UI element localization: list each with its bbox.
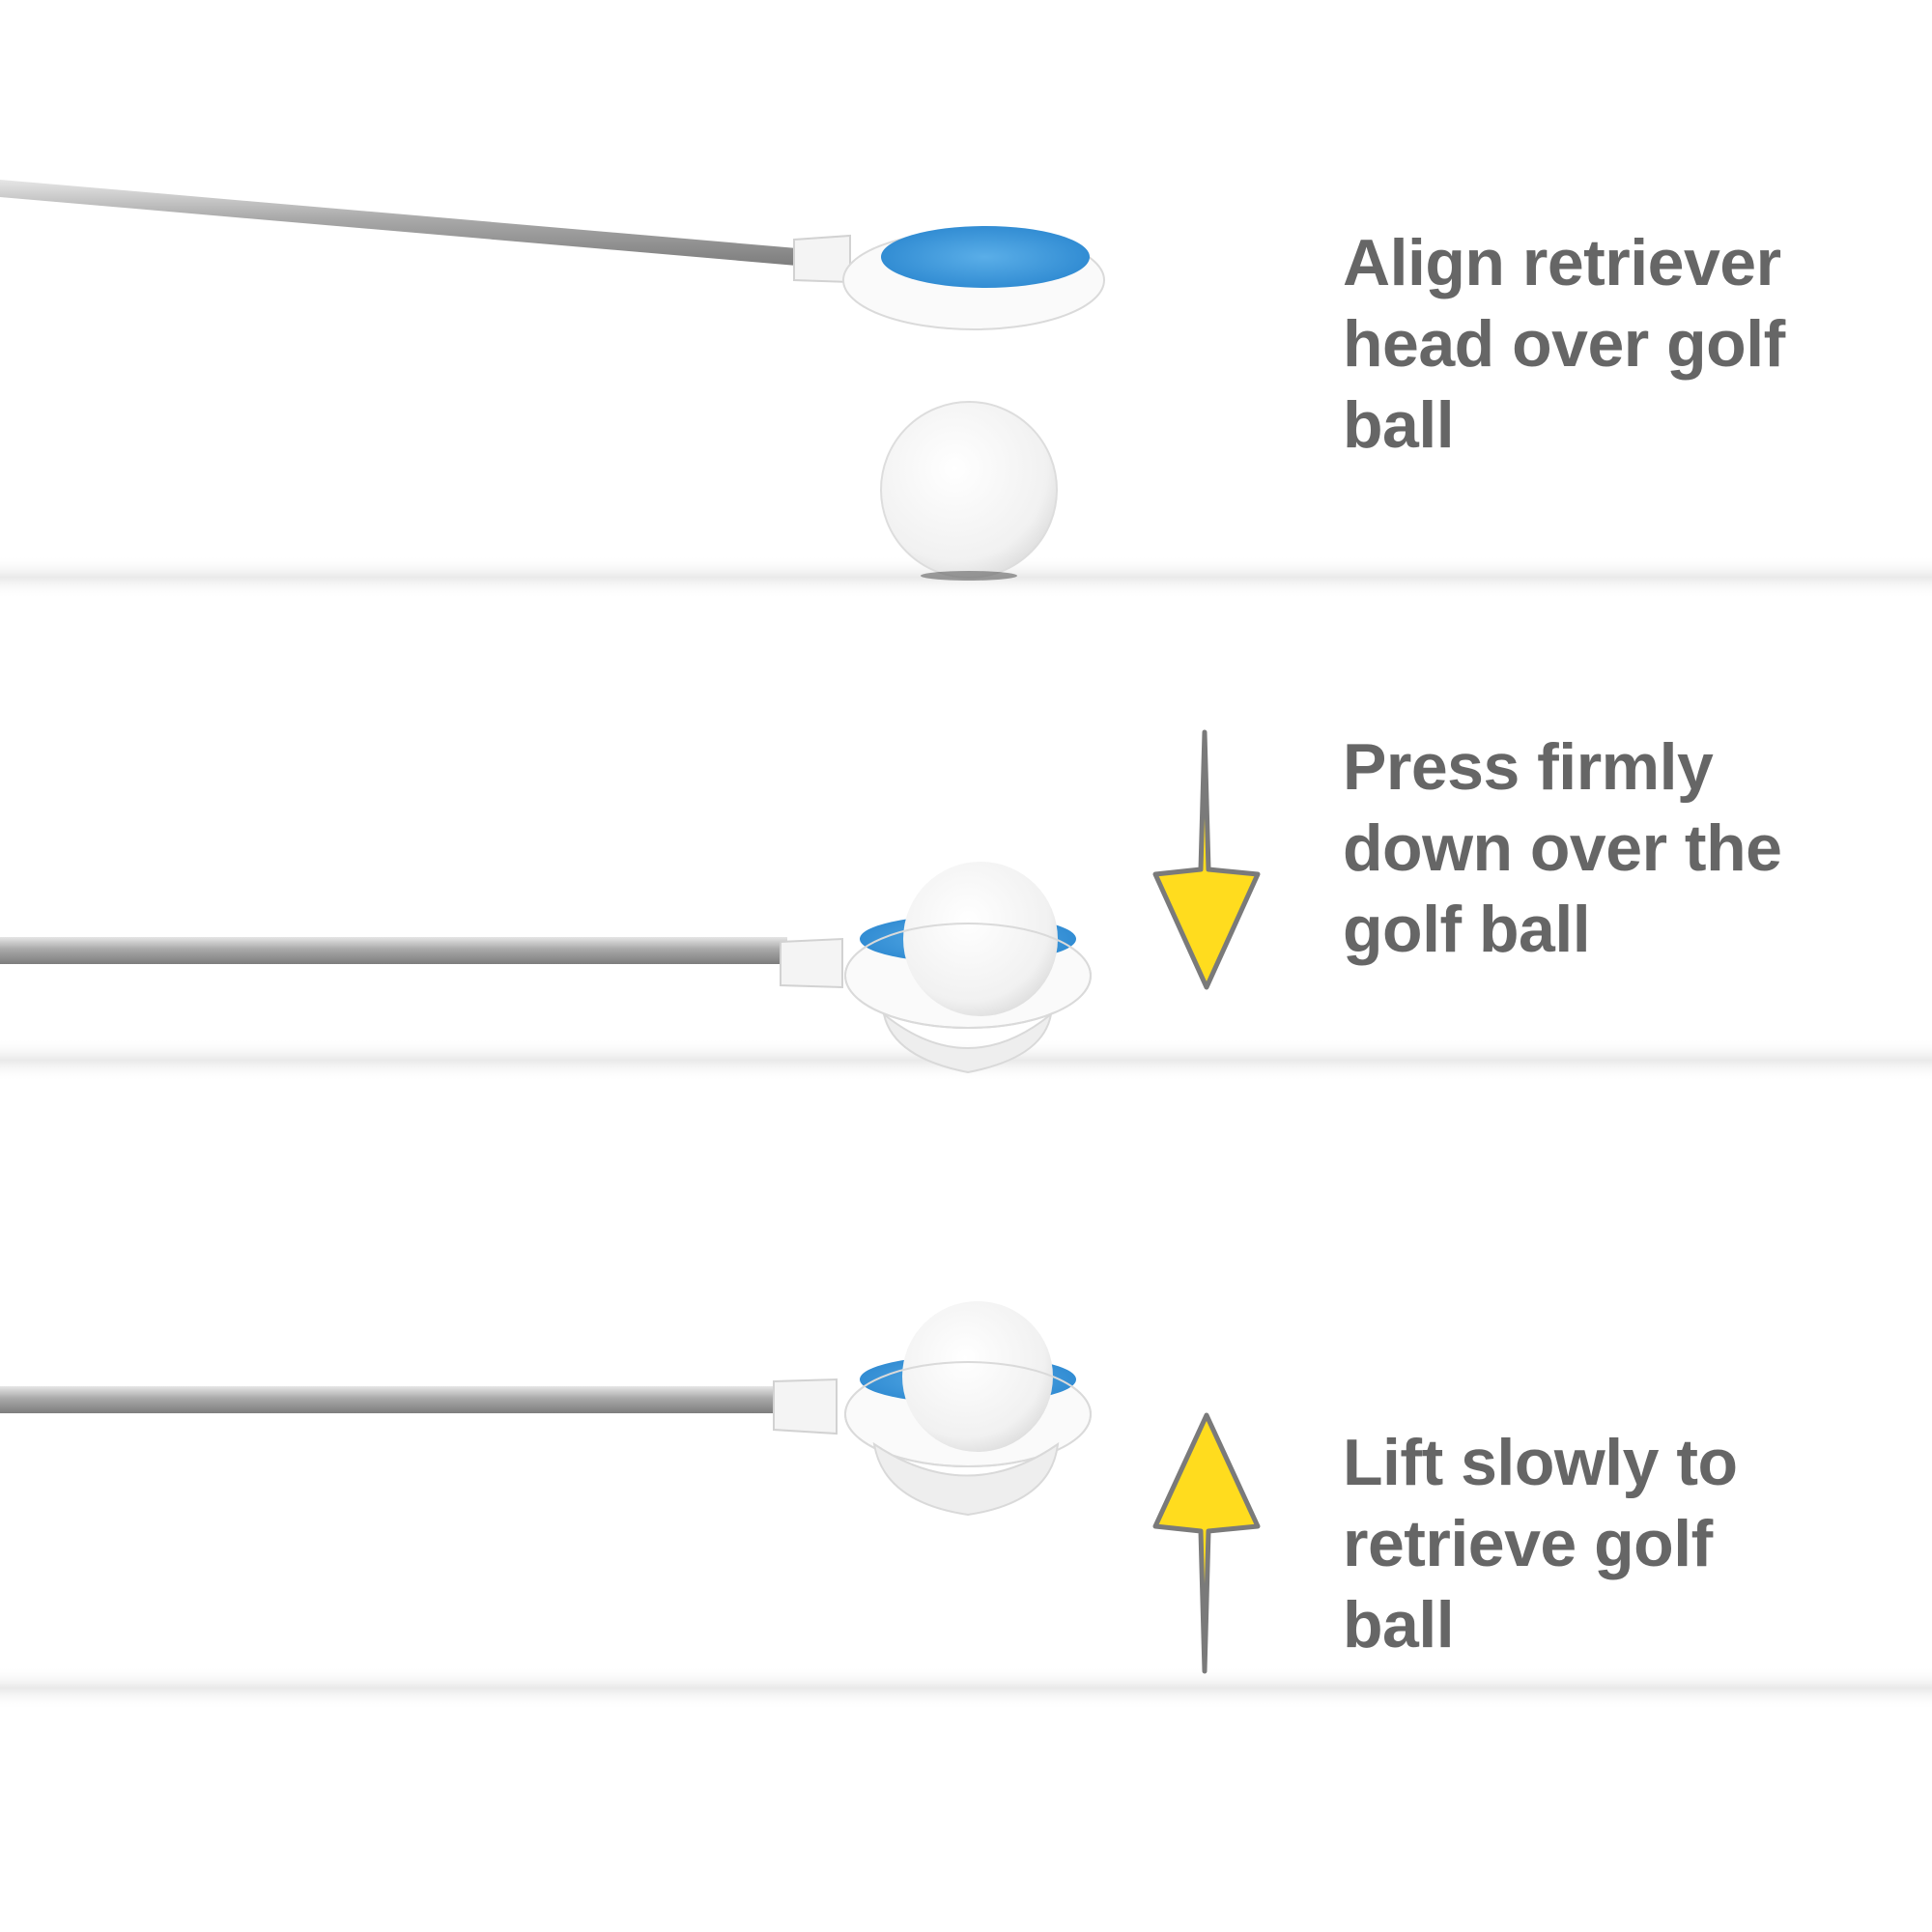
step-3-caption: Lift slowly to retrieve golf ball (1343, 1422, 1884, 1665)
caption-line: head over golf (1343, 307, 1785, 381)
arrow-down-icon (1152, 729, 1261, 990)
retriever-shaft (0, 937, 787, 964)
ball-shadow (921, 571, 1017, 581)
retriever-rim (844, 1361, 1092, 1467)
caption-line: Press firmly (1343, 730, 1714, 804)
golf-ball-lower (882, 1011, 1053, 1074)
golf-ball (902, 1301, 1053, 1452)
caption-line: down over the (1343, 811, 1782, 885)
caption-line: ball (1343, 388, 1455, 462)
caption-line: ball (1343, 1588, 1455, 1662)
retriever-collar (780, 937, 843, 989)
arrow-up-icon (1152, 1412, 1261, 1674)
step2-retriever (0, 862, 1092, 1074)
step1-retriever (0, 180, 1105, 330)
golf-ball-lower (872, 1441, 1060, 1517)
retriever-shaft (0, 180, 797, 266)
step-1-caption: Align retriever head over golf ball (1343, 222, 1884, 466)
retriever-rim (844, 923, 1092, 1029)
caption-line: golf ball (1343, 893, 1591, 966)
step3-retriever (0, 1301, 1092, 1517)
retriever-pad (881, 226, 1090, 288)
caption-line: Align retriever (1343, 226, 1781, 299)
floor-line (0, 1666, 1932, 1710)
retriever-collar (773, 1378, 838, 1435)
caption-line: retrieve golf (1343, 1507, 1713, 1580)
step-2-caption: Press firmly down over the golf ball (1343, 726, 1884, 970)
golf-ball (880, 401, 1058, 579)
retriever-collar (793, 234, 851, 284)
retriever-shaft (0, 1386, 781, 1413)
golf-ball (903, 862, 1058, 1016)
caption-line: Lift slowly to (1343, 1426, 1738, 1499)
